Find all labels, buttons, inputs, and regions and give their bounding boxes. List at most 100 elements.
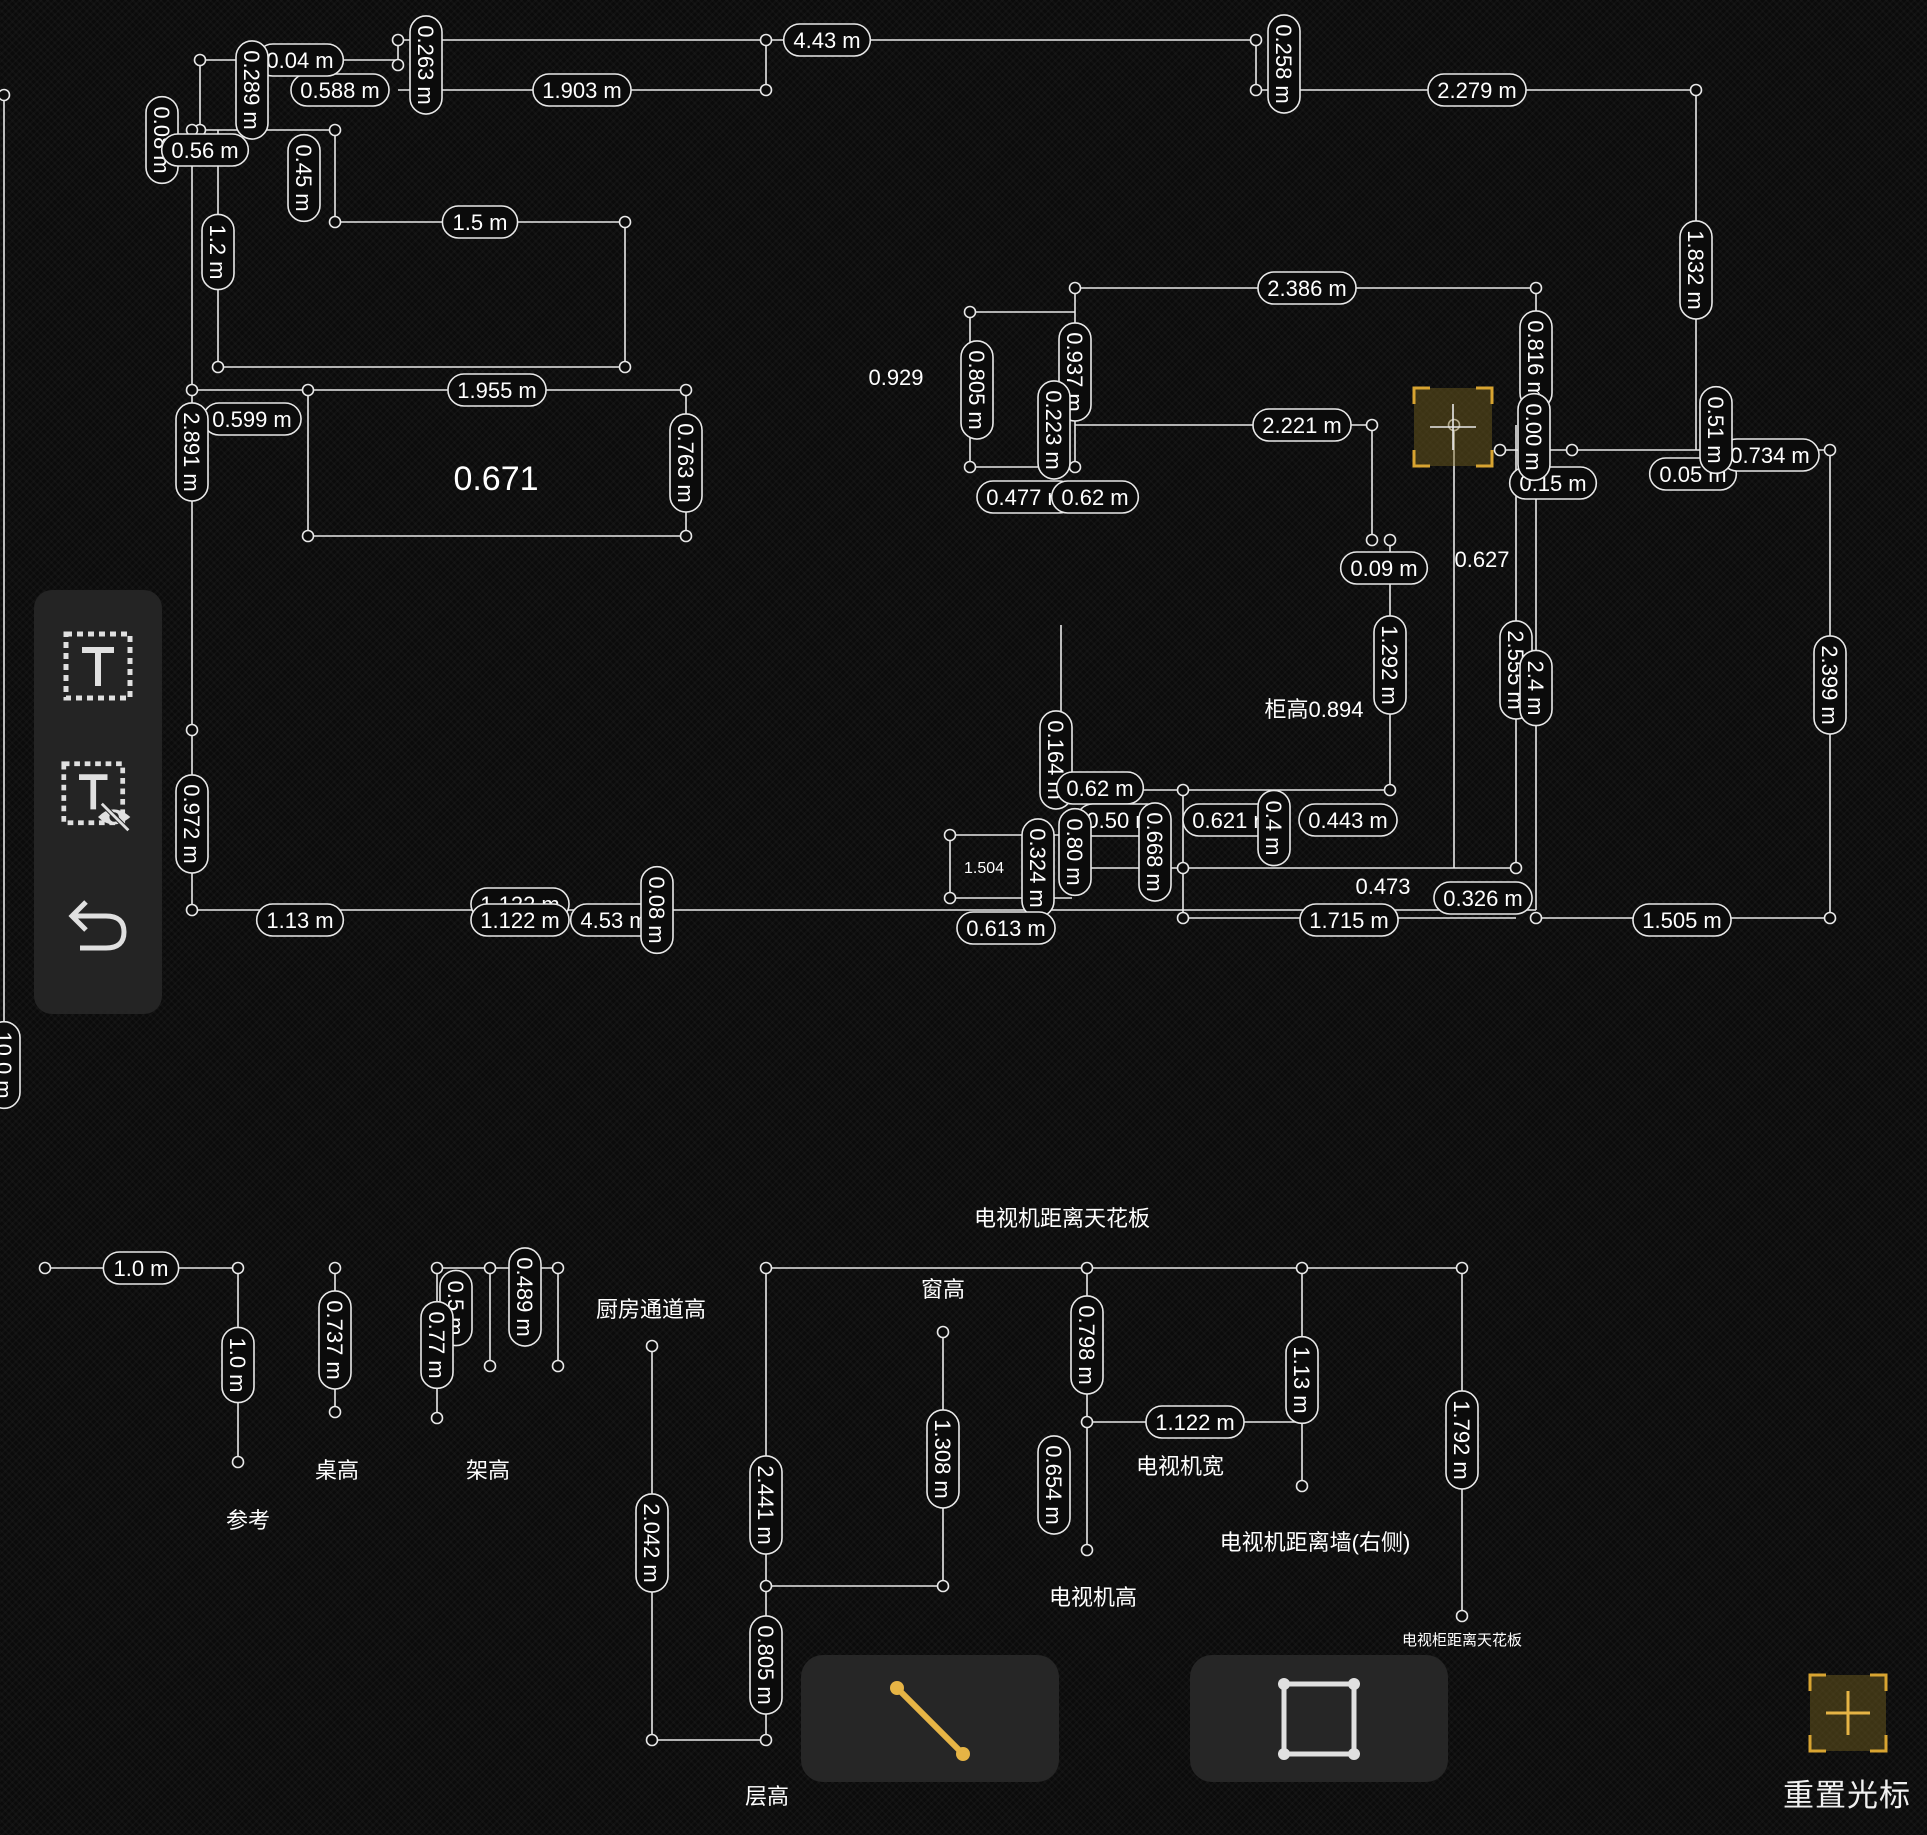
measurement-label[interactable]: 0.258 m: [1267, 14, 1301, 114]
measurement-label[interactable]: 0.4 m: [1257, 789, 1291, 867]
tv-height-label[interactable]: 电视机高: [1049, 1585, 1137, 1610]
measure-endpoint[interactable]: [0, 88, 11, 102]
measurement-label[interactable]: 0.289 m: [235, 40, 269, 140]
measurement-label[interactable]: 1.715 m: [1299, 903, 1399, 937]
measure-endpoint[interactable]: [1249, 83, 1263, 97]
measurement-label[interactable]: 0.263 m: [409, 15, 443, 115]
measure-endpoint[interactable]: [645, 1733, 659, 1747]
measurement-label[interactable]: 1.13 m: [255, 903, 345, 937]
measurement-label[interactable]: 1.955 m: [447, 373, 547, 407]
measure-endpoint[interactable]: [185, 903, 199, 917]
kitchen-passage-height-label[interactable]: 厨房通道高: [596, 1297, 706, 1322]
measure-endpoint[interactable]: [963, 460, 977, 474]
measure-endpoint[interactable]: [943, 891, 957, 905]
measure-endpoint[interactable]: [1176, 861, 1190, 875]
measurement-label[interactable]: 0.04 m: [255, 43, 345, 77]
measure-endpoint[interactable]: [1365, 418, 1379, 432]
measurement-label[interactable]: 2.891 m: [175, 402, 209, 502]
tv-to-wall-label[interactable]: 电视机距离墙(右侧): [1220, 1530, 1411, 1555]
measure-endpoint[interactable]: [759, 1261, 773, 1275]
measurement-label[interactable]: 1.832 m: [1679, 220, 1713, 320]
measure-endpoint[interactable]: [1068, 460, 1082, 474]
measurement-label[interactable]: 0.599 m: [202, 402, 302, 436]
measure-endpoint[interactable]: [1249, 33, 1263, 47]
area-value[interactable]: 0.929: [868, 365, 923, 390]
measurement-label[interactable]: 1.13 m: [1285, 1335, 1319, 1425]
measure-endpoint[interactable]: [759, 83, 773, 97]
measurement-label[interactable]: 0.668 m: [1138, 802, 1172, 902]
measurement-label[interactable]: 0.77 m: [420, 1300, 454, 1390]
measure-endpoint[interactable]: [936, 1325, 950, 1339]
measurement-label[interactable]: 2.441 m: [749, 1455, 783, 1555]
measure-endpoint[interactable]: [1529, 911, 1543, 925]
measure-endpoint[interactable]: [185, 383, 199, 397]
measurement-label[interactable]: 4.43 m: [782, 23, 872, 57]
measure-endpoint[interactable]: [645, 1339, 659, 1353]
measure-endpoint[interactable]: [38, 1261, 52, 1275]
measurement-label[interactable]: 1.505 m: [1632, 903, 1732, 937]
measure-endpoint[interactable]: [328, 215, 342, 229]
measurement-label[interactable]: 0.737 m: [318, 1290, 352, 1390]
measure-endpoint[interactable]: [1176, 783, 1190, 797]
measurement-label[interactable]: 0.805 m: [960, 340, 994, 440]
tv-width-label[interactable]: 电视机宽: [1136, 1454, 1224, 1479]
measure-endpoint[interactable]: [301, 529, 315, 543]
measurement-label[interactable]: 4.53 m: [569, 903, 659, 937]
measure-endpoint[interactable]: [231, 1455, 245, 1469]
reference-label[interactable]: 参考: [226, 1508, 270, 1533]
measurement-label[interactable]: 1.308 m: [926, 1409, 960, 1509]
measure-endpoint[interactable]: [963, 305, 977, 319]
measure-endpoint[interactable]: [943, 828, 957, 842]
measure-endpoint[interactable]: [759, 33, 773, 47]
measurement-label[interactable]: 0.223 m: [1037, 380, 1071, 480]
measurement-label[interactable]: 0.56 m: [160, 133, 250, 167]
measurement-label[interactable]: 2.042 m: [635, 1493, 669, 1593]
measure-endpoint[interactable]: [301, 383, 315, 397]
measurement-label[interactable]: 0.00 m: [1517, 392, 1551, 482]
measure-endpoint[interactable]: [1565, 443, 1579, 457]
rectangle-measure-button[interactable]: [1190, 1655, 1448, 1782]
measure-endpoint[interactable]: [430, 1411, 444, 1425]
area-value[interactable]: 0.671: [453, 460, 538, 498]
measurement-label[interactable]: 0.45 m: [287, 133, 321, 223]
measurement-label[interactable]: 2.221 m: [1252, 408, 1352, 442]
measure-endpoint[interactable]: [483, 1359, 497, 1373]
measure-endpoint[interactable]: [193, 53, 207, 67]
floor-height-label[interactable]: 层高: [745, 1784, 789, 1809]
measure-endpoint[interactable]: [211, 360, 225, 374]
measure-endpoint[interactable]: [1455, 1609, 1469, 1623]
undo-button[interactable]: [60, 890, 136, 966]
desk-height-label[interactable]: 桌高: [315, 1458, 359, 1483]
measurement-label[interactable]: 0.326 m: [1433, 881, 1533, 915]
measure-endpoint[interactable]: [328, 123, 342, 137]
text-label-show-button[interactable]: [60, 628, 136, 704]
line-measure-button[interactable]: [801, 1655, 1059, 1782]
measurement-label[interactable]: 10.0 m: [0, 1020, 21, 1110]
measurement-label[interactable]: 0.443 m: [1298, 803, 1398, 837]
measurement-label[interactable]: 1.2 m: [201, 213, 235, 291]
area-value[interactable]: 0.627: [1454, 547, 1509, 572]
measurement-label[interactable]: 0.972 m: [175, 774, 209, 874]
measure-endpoint[interactable]: [1080, 1261, 1094, 1275]
measure-endpoint[interactable]: [328, 1261, 342, 1275]
measure-endpoint[interactable]: [328, 1405, 342, 1419]
text-label-hide-button[interactable]: [60, 760, 136, 836]
measure-endpoint[interactable]: [1080, 1415, 1094, 1429]
measure-endpoint[interactable]: [483, 1261, 497, 1275]
measure-endpoint[interactable]: [618, 360, 632, 374]
measurement-label[interactable]: 0.51 m: [1699, 385, 1733, 475]
measurement-label[interactable]: 2.4 m: [1519, 649, 1553, 727]
measurement-label[interactable]: 2.279 m: [1427, 73, 1527, 107]
note-label[interactable]: 柜高0.894: [1264, 697, 1363, 722]
measure-endpoint[interactable]: [1455, 1261, 1469, 1275]
measure-endpoint[interactable]: [1365, 533, 1379, 547]
measurement-label[interactable]: 1.122 m: [470, 903, 570, 937]
measurement-label[interactable]: 0.80 m: [1058, 807, 1092, 897]
measurement-label[interactable]: 0.62 m: [1050, 480, 1140, 514]
measure-endpoint[interactable]: [1529, 281, 1543, 295]
measure-endpoint[interactable]: [1823, 911, 1837, 925]
measurement-label[interactable]: 0.324 m: [1021, 818, 1055, 918]
measure-endpoint[interactable]: [1493, 443, 1507, 457]
measure-endpoint[interactable]: [231, 1261, 245, 1275]
measurement-label[interactable]: 0.798 m: [1070, 1295, 1104, 1395]
